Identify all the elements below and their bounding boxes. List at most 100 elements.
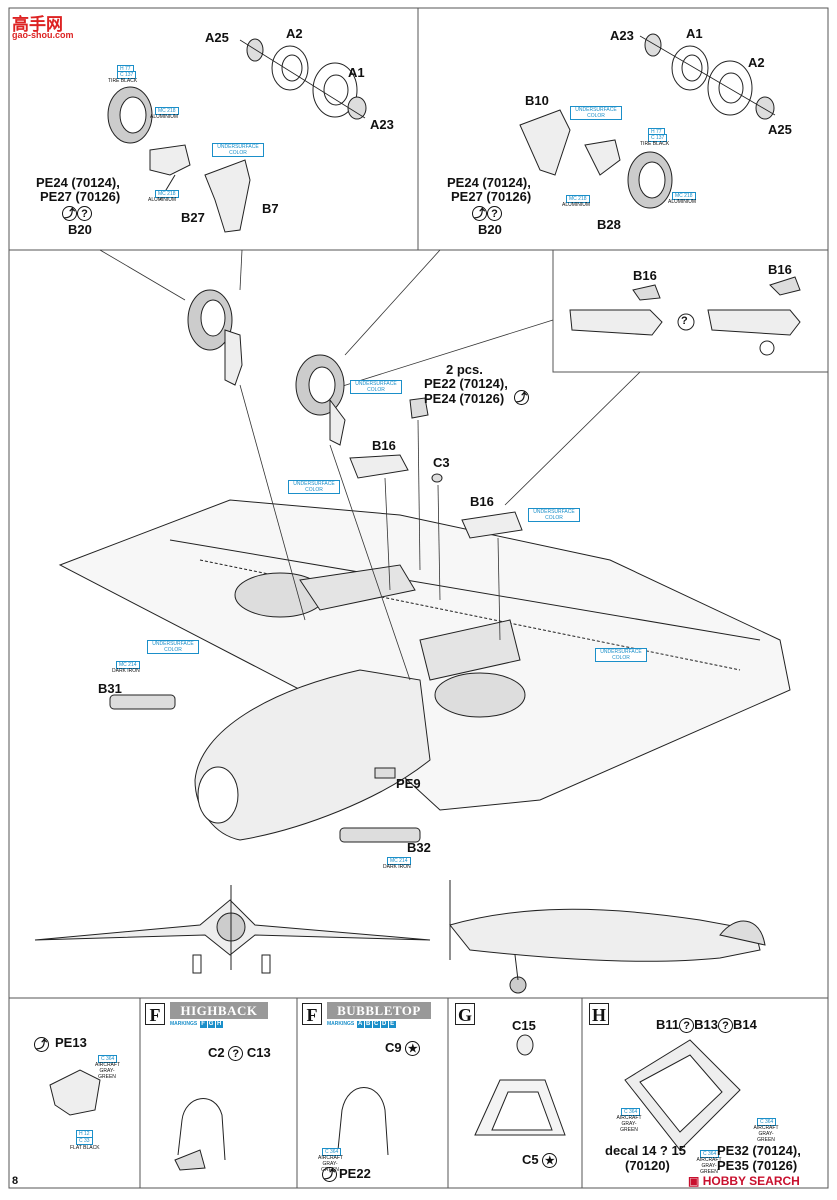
label-pe24-main: PE24 (70126) (424, 391, 505, 406)
tire-color-name-tr: TIRE BLACK (640, 141, 670, 147)
optional-icon: ? (228, 1046, 244, 1062)
undersurface-tag-5: UNDERSURFACE COLOR (595, 648, 647, 662)
undersurface-tag-tl: UNDERSURFACE COLOR (212, 143, 264, 157)
label-decal-ref: (70120) (625, 1158, 670, 1173)
label-2pcs: 2 pcs. (446, 362, 483, 377)
page-number: 8 (12, 1175, 19, 1187)
iron-name-1: DARK IRON (112, 668, 140, 674)
alu-code-tr1: MC 218 (566, 195, 590, 203)
brand-logo: ▣ HOBBY SEARCH (688, 1174, 800, 1188)
marking-badge: H (215, 1021, 223, 1028)
label-a25: A25 (205, 30, 229, 45)
label-b16-main-b: B16 (470, 494, 494, 509)
label-pe22-main: PE22 (70124), (424, 376, 508, 391)
undersurface-tag-4: UNDERSURFACE COLOR (147, 640, 199, 654)
label-b13: B13 (694, 1017, 718, 1032)
star-icon: ★ (405, 1041, 421, 1057)
undersurface-tag-tr: UNDERSURFACE COLOR (570, 106, 622, 120)
label-decal: decal 14 ? 15 (605, 1143, 686, 1158)
pe13-cname: AIRCRAFT GRAY-GREEN (95, 1062, 120, 1080)
tr-wheel-parts (519, 33, 776, 209)
label-c2: C2 (208, 1045, 225, 1060)
marking-badge: G (207, 1021, 215, 1028)
label-c9: C9 ★ (385, 1040, 421, 1057)
watermark-url: gao-shou.com (12, 30, 74, 40)
brand-icon: ▣ (688, 1174, 700, 1188)
optional-icon: ? (718, 1018, 733, 1034)
label-pe32: PE32 (70124), (717, 1143, 801, 1158)
tl-wheel-parts (107, 38, 367, 233)
front-view-aircraft (34, 885, 431, 974)
iron-code-2: MC 214 (387, 857, 411, 865)
bubbletop-c364: C 364 (322, 1148, 342, 1156)
iron-name-2: DARK IRON (383, 864, 411, 870)
step-f-highback-letter: F (145, 1003, 165, 1025)
h-cname-c: AIRCRAFT GRAY-GREEN (696, 1157, 722, 1175)
marking-badge: F (199, 1021, 207, 1028)
tl-symbols: ⤴? (62, 205, 92, 223)
c5-text: C5 (522, 1152, 539, 1167)
h-parts: B11?B13?B14 (656, 1017, 757, 1034)
label-a23-tr: A23 (610, 28, 634, 43)
label-pe22-bottom: PE22 (339, 1166, 371, 1181)
undersurface-tag-1: UNDERSURFACE COLOR (350, 380, 402, 394)
optional-icon: ? (487, 206, 502, 222)
label-pe27-tl: PE27 (70126) (40, 189, 121, 204)
alu-name-tr1: ALUMINIUM (562, 202, 591, 208)
alu-name-tr2: ALUMINIUM (668, 199, 697, 205)
label-b14: B14 (733, 1017, 757, 1032)
marking-badge: A (356, 1021, 364, 1028)
alu-name-2: ALUMINIUM (148, 197, 177, 203)
label-pe27-tr: PE27 (70126) (451, 189, 532, 204)
main-flip-symbol: ⤴ (514, 389, 529, 407)
label-c13: C13 (246, 1045, 271, 1060)
label-a1-tr: A1 (686, 26, 703, 41)
label-b16-inset-b: B16 (768, 262, 792, 277)
alu-code-1: MC 218 (155, 107, 179, 115)
markings-label: MARKINGS (170, 1021, 198, 1027)
label-b32: B32 (407, 840, 431, 855)
step-h-letter: H (589, 1003, 609, 1025)
tire-color-name: TIRE BLACK (108, 78, 138, 84)
label-a23: A23 (370, 117, 394, 132)
label-b16-main-a: B16 (372, 438, 396, 453)
label-a25-tr: A25 (768, 122, 792, 137)
flip-icon: ⤴ (322, 1167, 337, 1183)
highback-banner: HIGHBACK (170, 1002, 268, 1019)
label-b10: B10 (525, 93, 549, 108)
label-c5: C5 ★ (522, 1152, 558, 1169)
h-c364-c: C 364 (700, 1150, 720, 1158)
c9-text: C9 (385, 1040, 402, 1055)
watermark-logo: 高手网 (12, 10, 63, 35)
optional-icon: ? (77, 206, 92, 222)
label-c3: C3 (433, 455, 450, 470)
undersurface-tag-3: UNDERSURFACE COLOR (528, 508, 580, 522)
pe13-flip-symbol: ⤴ (34, 1036, 49, 1054)
label-a1: A1 (348, 65, 365, 80)
marking-badge: D (380, 1021, 388, 1028)
marking-badge: B (364, 1021, 372, 1028)
label-b31: B31 (98, 681, 122, 696)
pe13-c33: C 33 (76, 1137, 93, 1145)
undersurface-tag-2: UNDERSURFACE COLOR (288, 480, 340, 494)
highback-parts: C2 ? C13 (208, 1045, 271, 1062)
label-a2-tr: A2 (748, 55, 765, 70)
label-a2: A2 (286, 26, 303, 41)
wing-structure (58, 397, 791, 843)
h-c364-b: C 364 (757, 1118, 777, 1126)
h-cname-b: AIRCRAFT GRAY-GREEN (753, 1125, 779, 1143)
label-b27: B27 (181, 210, 205, 225)
tr-symbols: ⤴? (472, 205, 502, 223)
pe13-c364: C 364 (98, 1055, 118, 1063)
pe13-flat-black: FLAT BLACK (70, 1145, 100, 1151)
brand-name: HOBBY SEARCH (702, 1174, 800, 1188)
bubbletop-banner: BUBBLETOP (327, 1002, 431, 1019)
label-pe24-tl: PE24 (70124), (36, 175, 120, 190)
label-b28: B28 (597, 217, 621, 232)
optional-icon: ? (679, 1018, 695, 1034)
marking-badge: E (388, 1021, 396, 1028)
tire-c-code-tr: C 137 (648, 134, 668, 142)
